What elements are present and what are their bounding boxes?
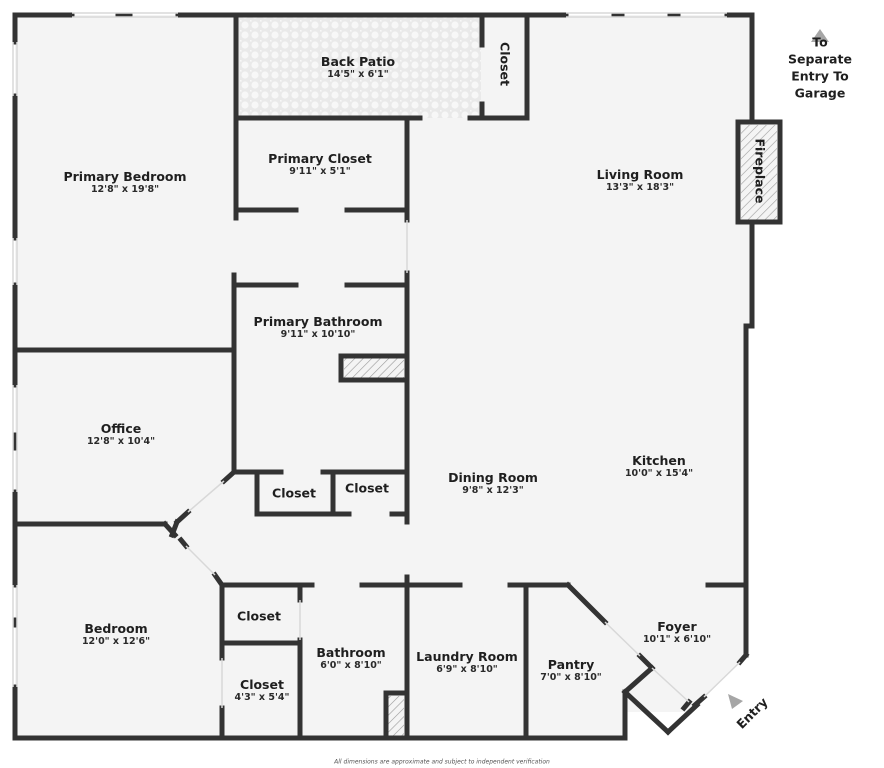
room-name: Kitchen [632,452,686,468]
room-dimensions: 13'3" x 18'3" [605,181,675,193]
room-name: Closet [345,480,389,496]
room-dimensions: 6'0" x 8'10" [320,659,382,671]
bathroom-fixture-small [388,696,404,736]
room-dimensions: 12'8" x 10'4" [86,435,156,447]
room-name: Laundry Room [416,648,518,664]
entry-arrow-icon [728,694,743,709]
fireplace-label: Fireplace [752,138,768,204]
disclaimer: All dimensions are approximate and subje… [334,758,550,766]
room-dimensions: 9'11" x 10'10" [280,328,356,340]
room-patio-closet: Closet [497,42,513,86]
room-name: Bathroom [316,644,386,660]
room-name: Back Patio [320,53,396,69]
room-name: Bedroom [84,620,148,636]
room-name: Pantry [547,656,595,672]
room-dimensions: 6'9" x 8'10" [436,663,498,675]
room-name: Primary Bathroom [253,313,383,329]
room-primary-bedroom: Primary Bedroom 12'8" x 19'8" [63,169,186,195]
room-name: Closet [237,608,281,624]
room-dimensions: 12'0" x 12'6" [81,635,151,647]
room-closet-right: Closet [345,481,389,496]
room-primary-closet: Primary Closet 9'11" x 5'1" [268,151,372,177]
garage-arrow-icon [811,29,829,42]
room-name: Living Room [596,166,684,182]
room-name: Closet [240,676,284,692]
walls [12,12,783,741]
garage-entry-note: To Separate Entry To Garage [788,34,852,102]
room-closet-bedroom-upper: Closet [237,609,281,624]
room-name: Closet [272,485,316,501]
room-dining-room: Dining Room 9'8" x 12'3" [448,470,538,496]
room-name: Foyer [657,618,697,634]
garage-note-line2: Entry To Garage [791,68,849,100]
room-foyer: Foyer 10'1" x 6'10" [643,619,711,645]
room-kitchen: Kitchen 10'0" x 15'4" [625,453,693,479]
room-laundry-room: Laundry Room 6'9" x 8'10" [416,649,518,675]
room-back-patio: Back Patio 14'5" x 6'1" [321,54,395,80]
room-closet-bedroom-lower: Closet 4'3" x 5'4" [235,677,290,703]
room-pantry: Pantry 7'0" x 8'10" [540,657,602,683]
room-bedroom: Bedroom 12'0" x 12'6" [82,621,150,647]
room-dimensions: 4'3" x 5'4" [234,691,290,703]
room-name: Dining Room [448,469,538,485]
bathroom-fixture [344,358,404,378]
back-patio-tiles [236,15,481,118]
room-name: Primary Bedroom [63,168,187,184]
openings [12,12,741,708]
fireplace-hearth [741,125,777,221]
room-primary-bathroom: Primary Bathroom 9'11" x 10'10" [254,314,383,340]
room-dimensions: 9'8" x 12'3" [462,484,524,496]
room-dimensions: 10'1" x 6'10" [642,633,712,645]
garage-note-line1: To Separate [788,34,852,67]
room-dimensions: 7'0" x 8'10" [540,671,602,683]
room-dimensions: 14'5" x 6'1" [327,68,389,80]
room-dimensions: 9'11" x 5'1" [289,165,351,177]
room-dimensions: 10'0" x 15'4" [624,467,694,479]
room-living-room: Living Room 13'3" x 18'3" [597,167,684,193]
room-name: Primary Closet [268,150,372,166]
room-name: Office [100,420,142,436]
room-bathroom: Bathroom 6'0" x 8'10" [316,645,385,671]
room-closet-left: Closet [272,486,316,501]
room-office: Office 12'8" x 10'4" [87,421,155,447]
room-dimensions: 12'8" x 19'8" [90,183,160,195]
